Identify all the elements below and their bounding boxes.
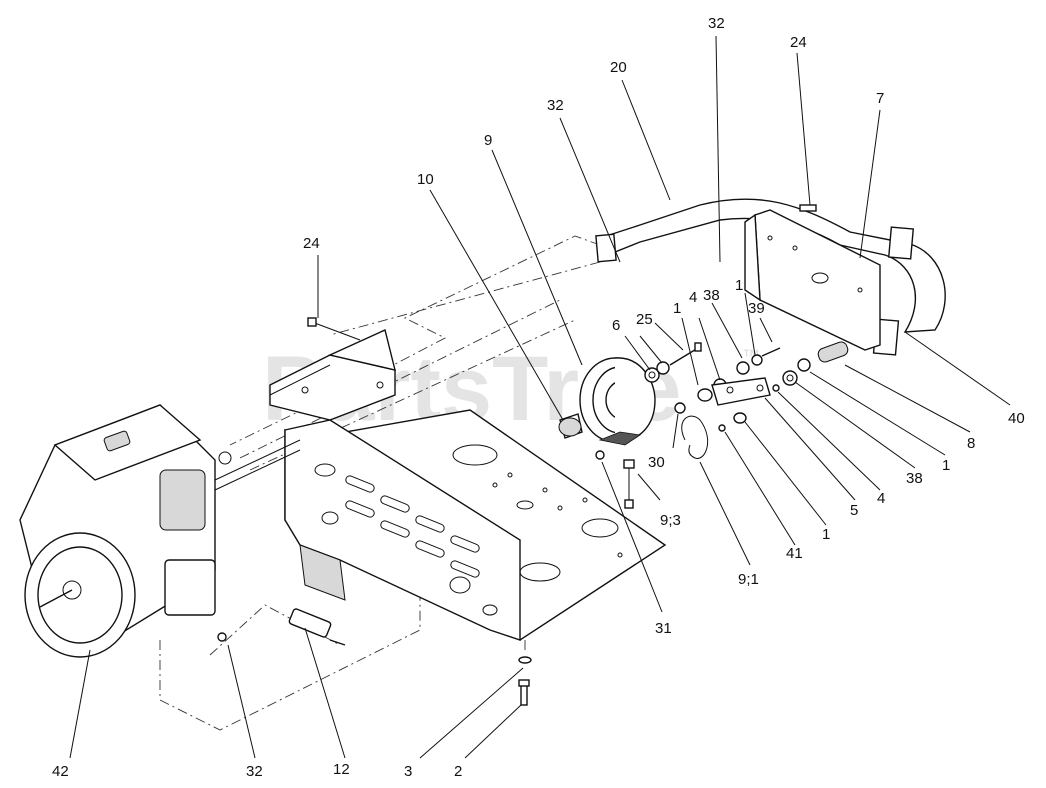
callout-38-top: 38 bbox=[703, 287, 720, 304]
callout-1-mid: 1 bbox=[673, 300, 681, 317]
bumper-bracket bbox=[744, 204, 881, 351]
callout-1-right: 1 bbox=[942, 457, 950, 474]
callout-42: 42 bbox=[52, 763, 69, 780]
pto-clutch bbox=[579, 357, 656, 446]
callout-6: 6 bbox=[612, 317, 620, 334]
callout-4-top: 4 bbox=[689, 289, 697, 306]
callout-32-mid: 32 bbox=[547, 97, 564, 114]
callout-31: 31 bbox=[655, 620, 672, 637]
callout-41: 41 bbox=[786, 545, 803, 562]
callouts: 32 24 20 7 32 9 10 24 38 1 39 6 25 1 4 4… bbox=[52, 15, 1025, 780]
callout-32-top: 32 bbox=[708, 15, 725, 32]
callout-25: 25 bbox=[636, 311, 653, 328]
callout-5: 5 bbox=[850, 502, 858, 519]
callout-12: 12 bbox=[333, 761, 350, 778]
callout-9-3: 9;3 bbox=[660, 512, 681, 529]
callout-24-top: 24 bbox=[790, 34, 807, 51]
callout-1-top: 1 bbox=[735, 277, 743, 294]
callout-32-bottom: 32 bbox=[246, 763, 263, 780]
callout-4-right: 4 bbox=[877, 490, 885, 507]
callout-30: 30 bbox=[648, 454, 665, 471]
callout-39: 39 bbox=[748, 300, 765, 317]
engine-bracket bbox=[269, 317, 396, 421]
callout-40: 40 bbox=[1008, 410, 1025, 427]
callout-7: 7 bbox=[876, 90, 884, 107]
callout-38-right: 38 bbox=[906, 470, 923, 487]
clutch-hardware bbox=[595, 342, 781, 509]
callout-3: 3 bbox=[404, 763, 412, 780]
engine bbox=[19, 404, 301, 658]
leader-lines bbox=[69, 35, 1011, 759]
callout-10: 10 bbox=[417, 171, 434, 188]
side-frame bbox=[284, 419, 521, 641]
callout-1-bottom: 1 bbox=[822, 526, 830, 543]
bushing bbox=[558, 413, 583, 439]
callout-2: 2 bbox=[454, 763, 462, 780]
spacer-stack bbox=[772, 341, 849, 392]
bottom-hardware bbox=[217, 608, 532, 706]
callout-24-left: 24 bbox=[303, 235, 320, 252]
callout-9-1: 9;1 bbox=[738, 571, 759, 588]
callout-9: 9 bbox=[484, 132, 492, 149]
callout-20: 20 bbox=[610, 59, 627, 76]
callout-8: 8 bbox=[967, 435, 975, 452]
